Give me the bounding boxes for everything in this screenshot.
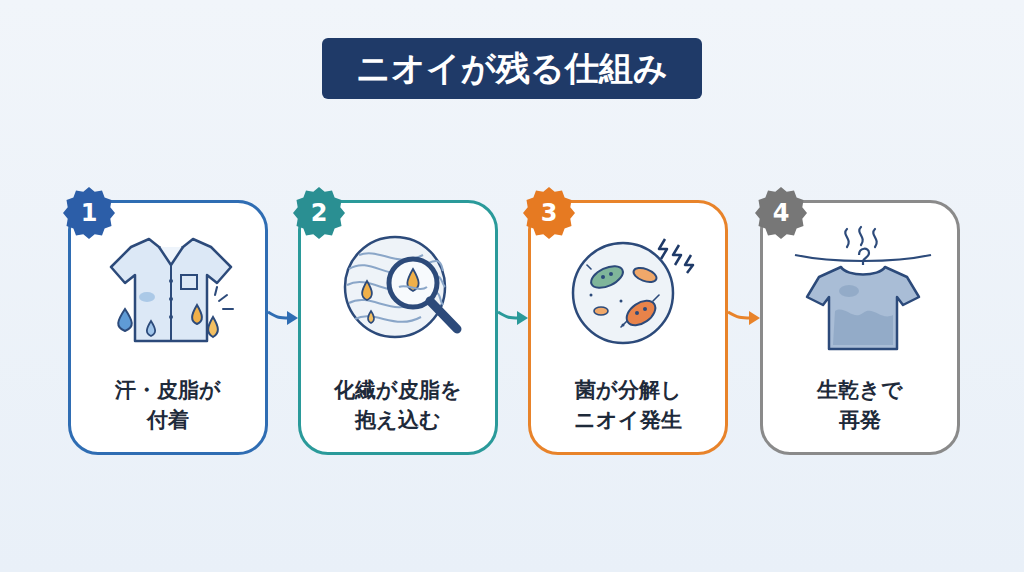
step-badge: 2 [292,186,346,240]
callout-number: 4 [754,186,808,240]
flow-arrow [498,311,528,325]
flow-arrow [268,311,298,325]
damp-shirt-icon [793,225,933,355]
callout-number: 1 [62,186,116,240]
callout-number: 2 [292,186,346,240]
step-text: 菌が分解し ニオイ発生 [531,375,725,436]
step-text: 化繊が皮脂を 抱え込む [301,375,495,436]
process-card: 生乾きで 再発 [760,200,960,455]
shirt-icon [101,225,241,355]
step-badge: 3 [522,186,576,240]
flow-arrow [728,311,760,325]
process-card: 菌が分解し ニオイ発生 [528,200,728,455]
step-text: 汗・皮脂が 付着 [71,375,265,436]
fiber-magnifier-icon [331,225,471,355]
callout-number: 3 [522,186,576,240]
step-badge: 4 [754,186,808,240]
process-card: 汗・皮脂が 付着 [68,200,268,455]
step-text: 生乾きで 再発 [763,375,957,436]
bacteria-icon [561,225,701,355]
step-badge: 1 [62,186,116,240]
process-card: 化繊が皮脂を 抱え込む [298,200,498,455]
title-banner: ニオイが残る仕組み [322,38,702,99]
